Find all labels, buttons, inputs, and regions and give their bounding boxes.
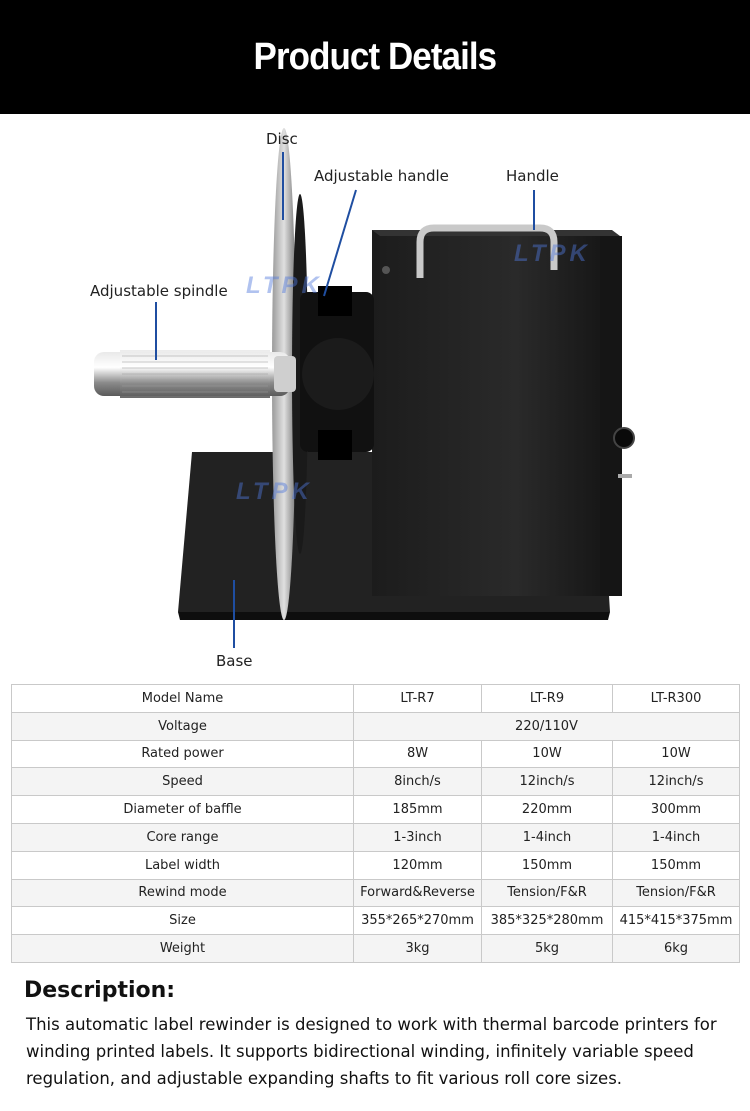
table-row: Speed 8inch/s 12inch/s 12inch/s: [11, 767, 740, 797]
table-cell: Core range: [11, 822, 354, 852]
table-header-cell: Model Name: [11, 684, 354, 713]
table-cell: 10W: [481, 739, 613, 769]
table-cell: 3kg: [353, 934, 482, 963]
callout-base: Base: [216, 652, 253, 670]
table-row: Core range 1-3inch 1-4inch 1-4inch: [11, 822, 740, 852]
table-cell: 220/110V: [353, 711, 740, 741]
callout-disc: Disc: [266, 130, 298, 148]
description-body: This automatic label rewinder is designe…: [26, 1015, 717, 1088]
table-cell: 355*265*270mm: [353, 906, 482, 936]
table-row: Label width 120mm 150mm 150mm: [11, 850, 740, 880]
table-cell: 12inch/s: [612, 767, 740, 797]
table-cell: Size: [11, 906, 354, 936]
page-title: Product Details: [253, 35, 498, 78]
table-cell: 415*415*375mm: [612, 906, 740, 936]
table-cell: 6kg: [612, 934, 740, 963]
table-cell: 1-3inch: [353, 822, 482, 852]
table-cell: Rated power: [11, 739, 354, 769]
table-row: Voltage 220/110V: [11, 711, 740, 741]
table-cell: 12inch/s: [481, 767, 613, 797]
table-cell: 150mm: [481, 850, 613, 880]
table-cell: Tension/F&R: [481, 878, 613, 908]
table-row: Rewind mode Forward&Reverse Tension/F&R …: [11, 878, 740, 908]
table-row: Diameter of baffle 185mm 220mm 300mm: [11, 795, 740, 824]
table-cell: 10W: [612, 739, 740, 769]
callout-line: [323, 189, 357, 297]
speed-knob: [613, 427, 635, 449]
table-row: Rated power 8W 10W 10W: [11, 739, 740, 769]
motor-box: [372, 230, 612, 596]
table-row: Model Name LT-R7 LT-R9 LT-R300: [11, 684, 740, 713]
table-cell: 8inch/s: [353, 767, 482, 797]
table-header-cell: LT-R9: [481, 684, 613, 713]
top-handle: [416, 224, 558, 278]
product-photo: [94, 128, 635, 620]
table-header-cell: LT-R7: [353, 684, 482, 713]
table-cell: 300mm: [612, 795, 740, 824]
watermark-text: LTPK: [236, 478, 313, 505]
table-cell: Voltage: [11, 711, 354, 741]
callout-adjustable-spindle: Adjustable spindle: [90, 282, 228, 300]
table-cell: Weight: [11, 934, 354, 963]
table-cell: Tension/F&R: [612, 878, 740, 908]
description-title: Description:: [24, 978, 176, 1003]
callout-line: [155, 302, 157, 360]
table-cell: Rewind mode: [11, 878, 354, 908]
table-cell: 150mm: [612, 850, 740, 880]
table-row: Weight 3kg 5kg 6kg: [11, 934, 740, 963]
callout-handle: Handle: [506, 167, 559, 185]
table-cell: Speed: [11, 767, 354, 797]
table-cell: Diameter of baffle: [11, 795, 354, 824]
table-header-cell: LT-R300: [612, 684, 740, 713]
watermark-text: LTPK: [246, 272, 323, 299]
table-cell: 120mm: [353, 850, 482, 880]
callout-adjustable-handle: Adjustable handle: [314, 167, 449, 185]
table-cell: 5kg: [481, 934, 613, 963]
table-cell: 1-4inch: [612, 822, 740, 852]
table-cell: Forward&Reverse: [353, 878, 482, 908]
table-cell: 1-4inch: [481, 822, 613, 852]
table-cell: 220mm: [481, 795, 613, 824]
callout-line: [533, 190, 535, 230]
table-row: Size 355*265*270mm 385*325*280mm 415*415…: [11, 906, 740, 936]
callout-line: [233, 580, 235, 648]
table-cell: 8W: [353, 739, 482, 769]
table-cell: 185mm: [353, 795, 482, 824]
specs-table: Model Name LT-R7 LT-R9 LT-R300 Voltage 2…: [11, 684, 740, 963]
table-cell: 385*325*280mm: [481, 906, 613, 936]
callout-line: [282, 152, 284, 220]
page-header: Product Details: [0, 0, 750, 114]
watermark-text: LTPK: [514, 240, 591, 267]
table-cell: Label width: [11, 850, 354, 880]
